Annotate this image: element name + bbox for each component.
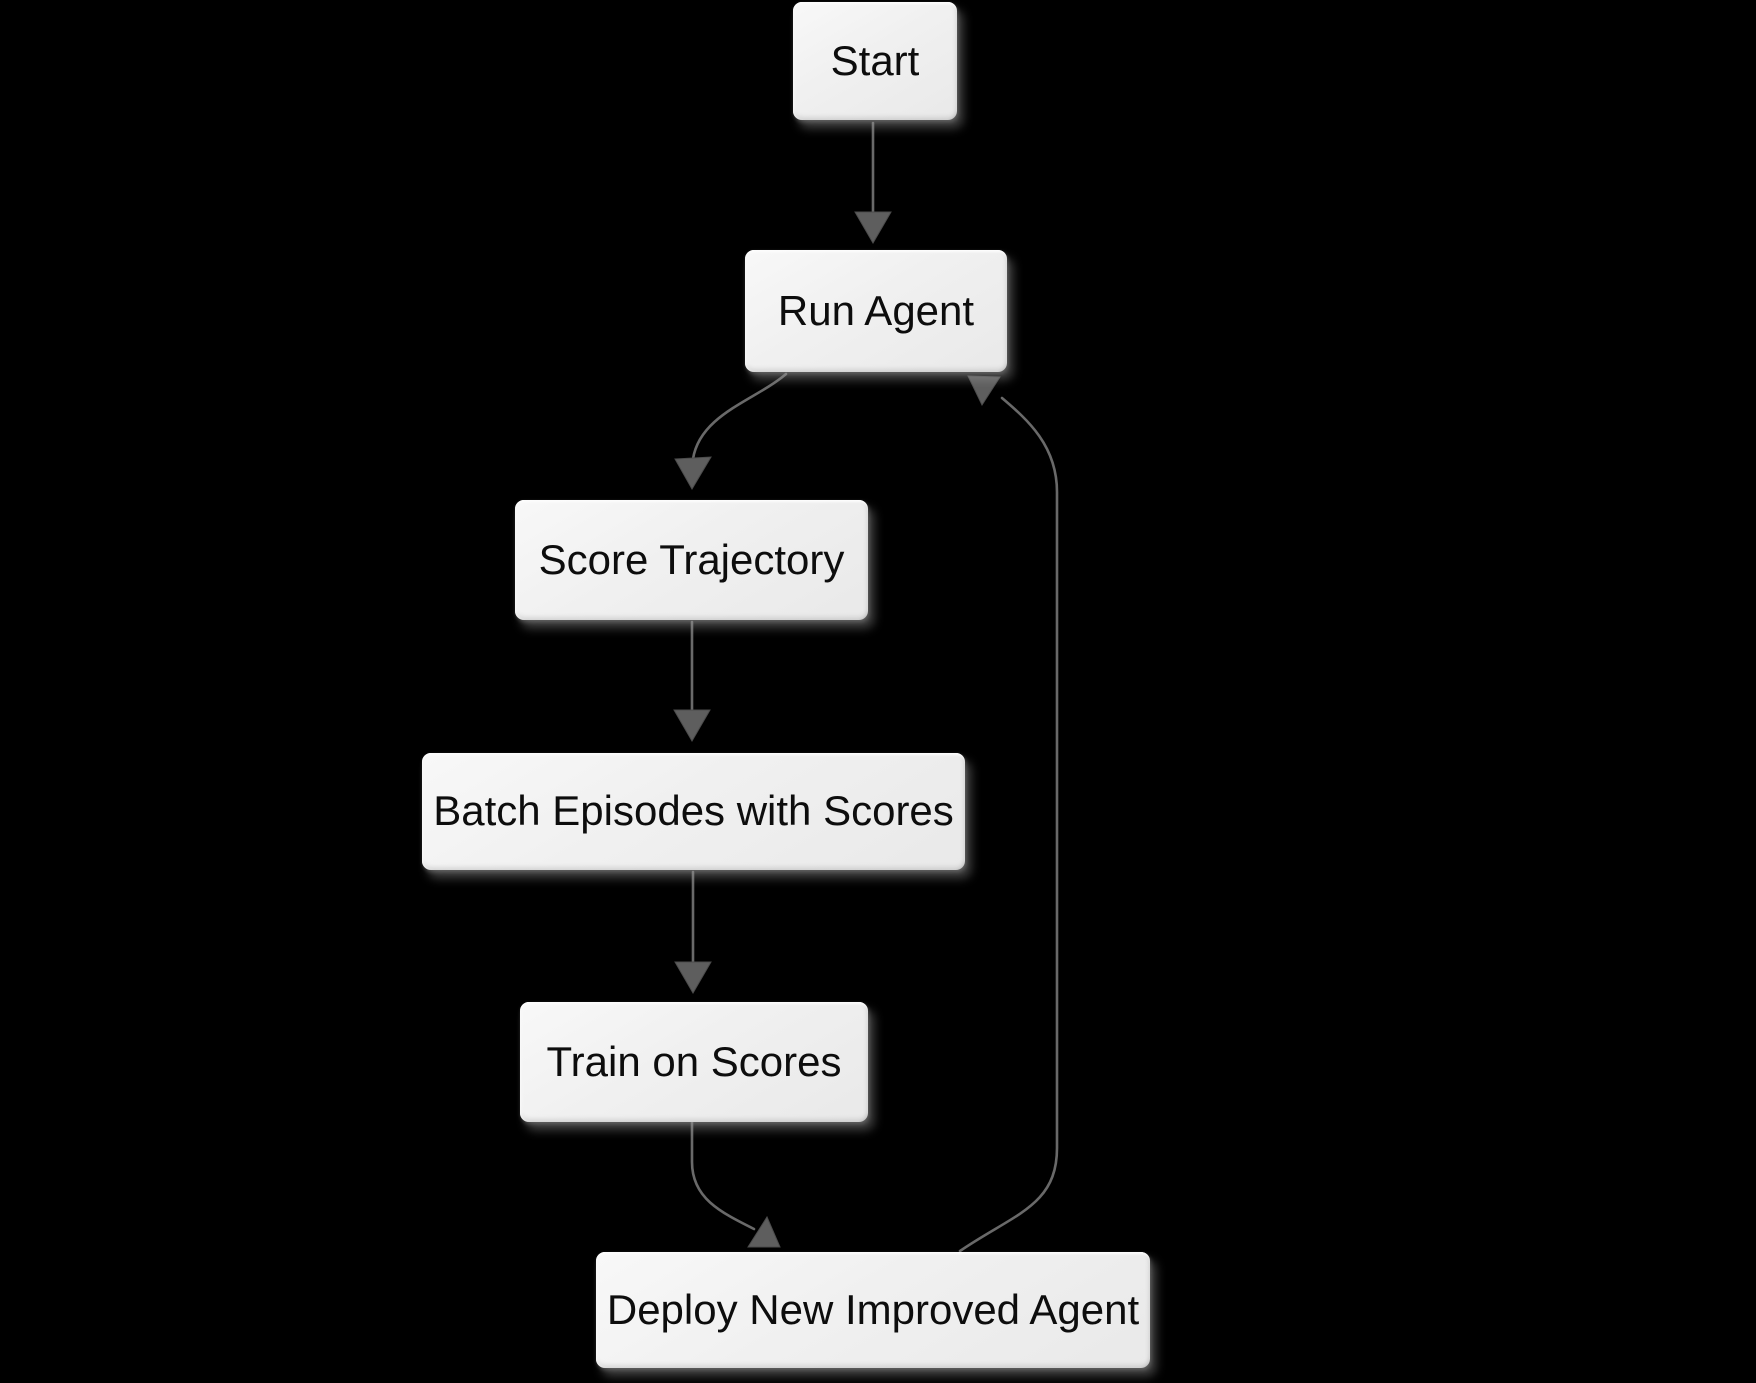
edge-train-on-scores-to-deploy-line	[690, 1120, 756, 1231]
node-batch-episodes-label: Batch Episodes with Scores	[433, 787, 954, 835]
node-deploy-new-agent-label: Deploy New Improved Agent	[606, 1285, 1140, 1333]
edge-run-agent-to-score-trajectory-arrowhead-icon	[674, 456, 712, 490]
edge-deploy-to-run-agent	[958, 375, 1059, 1253]
edge-batch-episodes-to-train-on-scores-arrowhead-icon	[674, 961, 712, 994]
node-deploy-new-agent: Deploy New Improved Agent	[596, 1252, 1150, 1368]
edge-train-on-scores-to-deploy	[690, 1120, 781, 1248]
edge-run-agent-to-score-trajectory	[674, 372, 788, 490]
edge-deploy-to-run-agent-arrowhead-icon	[967, 375, 1001, 407]
node-batch-episodes: Batch Episodes with Scores	[422, 753, 965, 870]
edge-run-agent-to-score-trajectory-line	[691, 372, 788, 461]
node-start: Start	[793, 2, 957, 120]
node-train-on-scores: Train on Scores	[520, 1002, 868, 1122]
node-run-agent-label: Run Agent	[777, 286, 975, 334]
edge-deploy-to-run-agent-line	[958, 396, 1059, 1253]
edge-batch-episodes-to-train-on-scores	[674, 870, 712, 994]
node-score-trajectory: Score Trajectory	[515, 500, 868, 620]
edge-score-trajectory-to-batch-episodes	[673, 620, 711, 742]
edge-start-to-run-agent	[854, 121, 892, 244]
edge-start-to-run-agent-arrowhead-icon	[854, 211, 892, 244]
edge-score-trajectory-to-batch-episodes-arrowhead-icon	[673, 709, 711, 742]
node-start-label: Start	[830, 36, 920, 84]
edge-train-on-scores-to-deploy-arrowhead-icon	[747, 1215, 781, 1248]
node-score-trajectory-label: Score Trajectory	[538, 535, 845, 583]
node-run-agent: Run Agent	[745, 250, 1007, 372]
node-train-on-scores-label: Train on Scores	[546, 1037, 842, 1085]
